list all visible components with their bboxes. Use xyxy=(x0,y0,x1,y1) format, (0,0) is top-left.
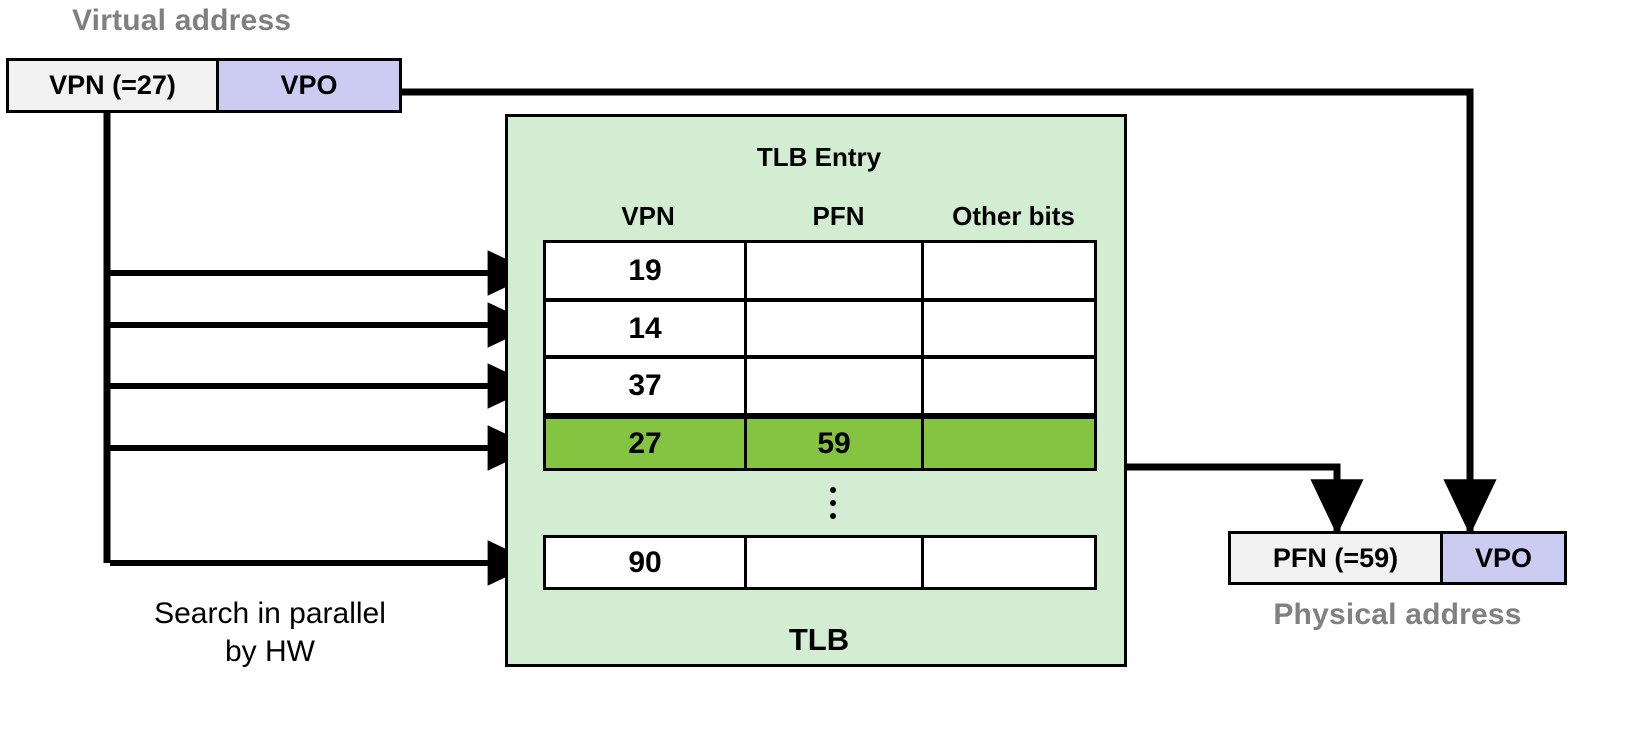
tlb-cell-vpn: 27 xyxy=(628,426,662,460)
tlb-cell-pfn xyxy=(744,302,921,355)
virtual-address-box: VPN (=27) VPO xyxy=(6,58,402,113)
tlb-cell-vpn: 37 xyxy=(628,369,662,402)
tlb-cell-other xyxy=(921,359,1094,413)
va-vpo-field: VPO xyxy=(216,61,399,110)
table-row[interactable]: 14 xyxy=(543,299,1097,358)
tlb-cell-other xyxy=(921,243,1094,298)
virtual-address-caption: Virtual address xyxy=(72,4,292,37)
search-in-parallel-note: Search in parallel by HW xyxy=(154,597,386,668)
physical-address-box: PFN (=59) VPO xyxy=(1228,531,1567,585)
tlb-cell-other xyxy=(921,538,1094,587)
tlb-footer-label: TLB xyxy=(788,622,850,657)
tlb-column-header-pfn: PFN xyxy=(812,201,865,231)
table-row[interactable]: 19 xyxy=(543,240,1097,301)
pfn-result-arrow xyxy=(1097,463,1364,536)
tlb-cell-vpn: 14 xyxy=(628,311,662,345)
tlb-entry-title: TLB Entry xyxy=(756,142,882,172)
tlb-cell-pfn xyxy=(744,243,921,298)
tlb-column-header-other-bits: Other bits xyxy=(952,201,1075,231)
tlb-cell-other xyxy=(921,419,1094,468)
va-vpn-field: VPN (=27) xyxy=(9,61,216,110)
tlb-cell-other xyxy=(921,302,1094,355)
tlb-cell-vpn: 90 xyxy=(628,545,662,579)
table-row[interactable]: 90 xyxy=(543,535,1097,590)
pa-vpo-field: VPO xyxy=(1440,534,1564,582)
table-row[interactable]: 37 xyxy=(543,356,1097,416)
tlb-cell-vpn: 19 xyxy=(628,253,662,287)
tlb-column-header-vpn: VPN xyxy=(621,201,675,231)
table-row-hit[interactable]: 27 59 xyxy=(543,416,1097,471)
pa-pfn-field: PFN (=59) xyxy=(1231,534,1440,582)
vertical-ellipsis-icon xyxy=(829,487,837,519)
tlb-cell-pfn xyxy=(744,538,921,587)
tlb-cell-pfn xyxy=(744,359,921,413)
tlb-cell-pfn: 59 xyxy=(744,419,921,468)
physical-address-caption: Physical address xyxy=(1273,598,1522,631)
